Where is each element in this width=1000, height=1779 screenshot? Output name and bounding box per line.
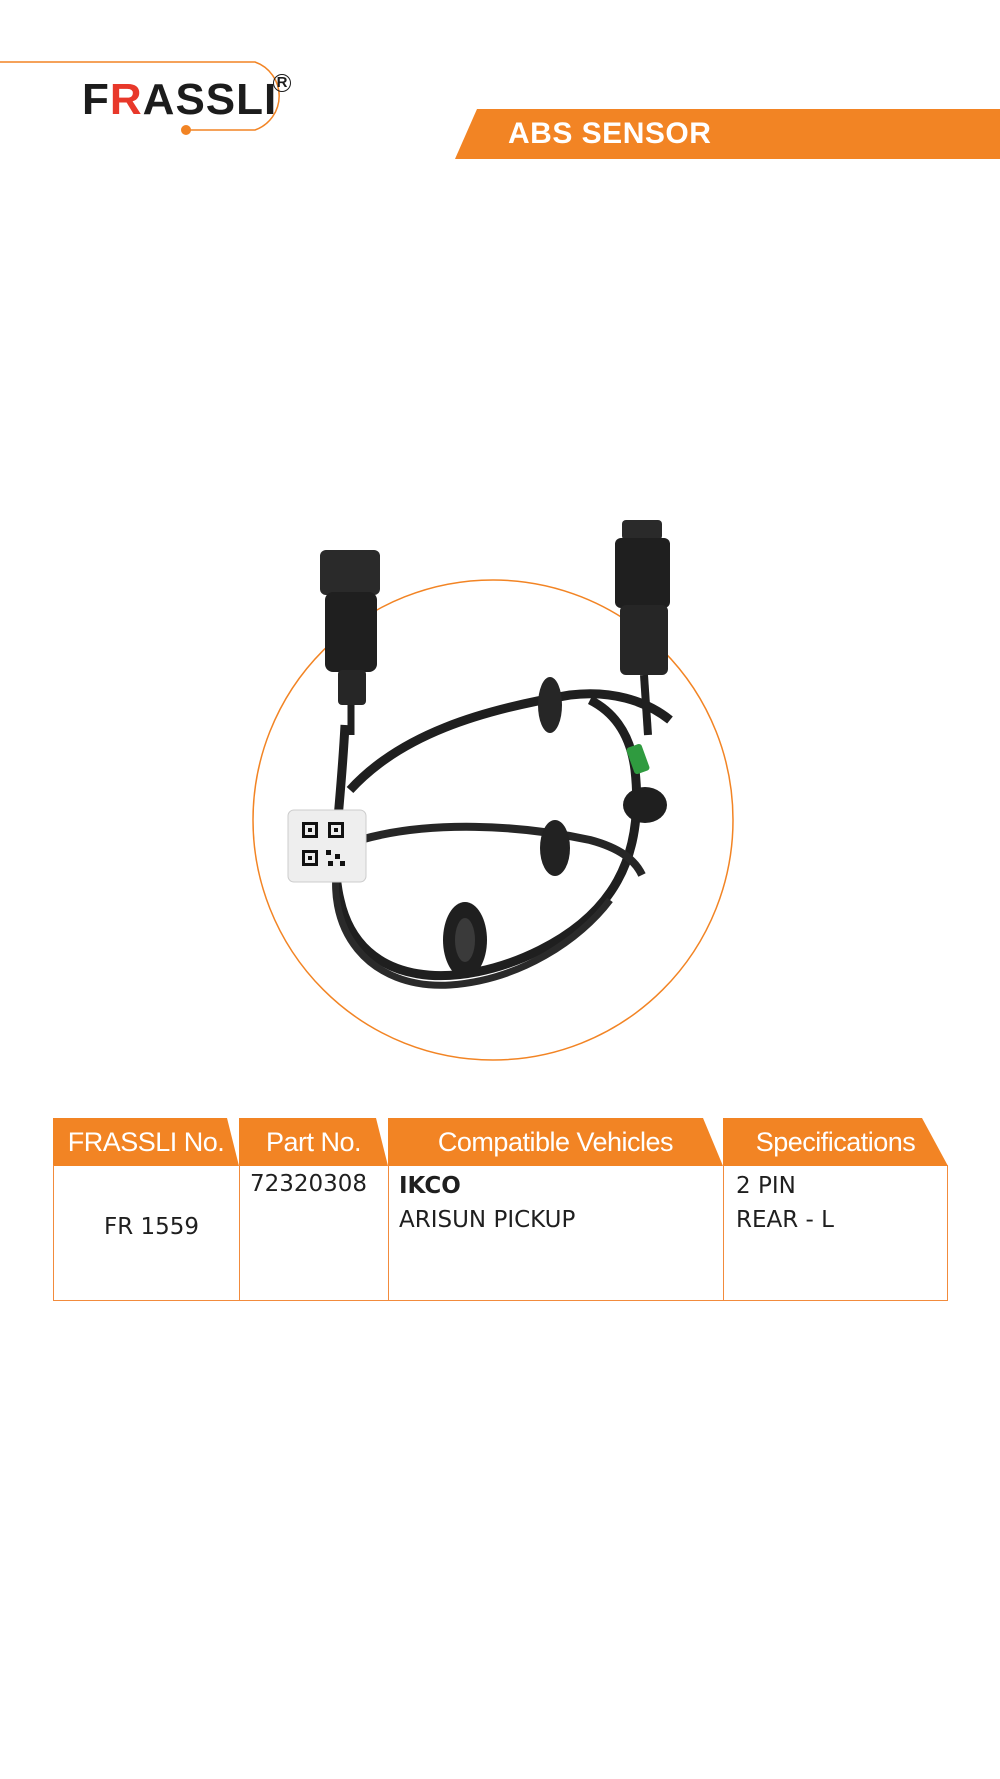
vehicle-make: IKCO (399, 1173, 461, 1199)
logo-outline-line (0, 61, 280, 135)
cell-frassli-no: FR 1559 (53, 1165, 240, 1301)
part-number: 72320308 (250, 1171, 368, 1197)
header-specifications: Specifications (723, 1118, 948, 1166)
header-compatible-vehicles: Compatible Vehicles (388, 1118, 723, 1166)
product-spec-table: FRASSLI No. Part No. Compatible Vehicles… (53, 1118, 948, 1303)
spec-position: REAR - L (736, 1207, 834, 1233)
frassli-number: FR 1559 (104, 1214, 200, 1240)
header-frassli-no: FRASSLI No. (53, 1118, 239, 1166)
header: FRASSLI R (0, 0, 1000, 160)
cell-compatible-vehicles: IKCO ARISUN PICKUP (388, 1165, 724, 1301)
spec-pins: 2 PIN (736, 1173, 796, 1199)
cell-part-no: 72320308 (239, 1165, 389, 1301)
brand-logo: FRASSLI (82, 75, 278, 124)
page-title: ABS SENSOR (508, 117, 712, 150)
registered-mark-icon: R (273, 74, 291, 92)
header-part-no: Part No. (239, 1118, 388, 1166)
vehicle-model: ARISUN PICKUP (399, 1207, 576, 1233)
cell-specifications: 2 PIN REAR - L (723, 1165, 948, 1301)
banner-background (455, 109, 1000, 159)
abs-sensor-cable-image (252, 520, 734, 1061)
